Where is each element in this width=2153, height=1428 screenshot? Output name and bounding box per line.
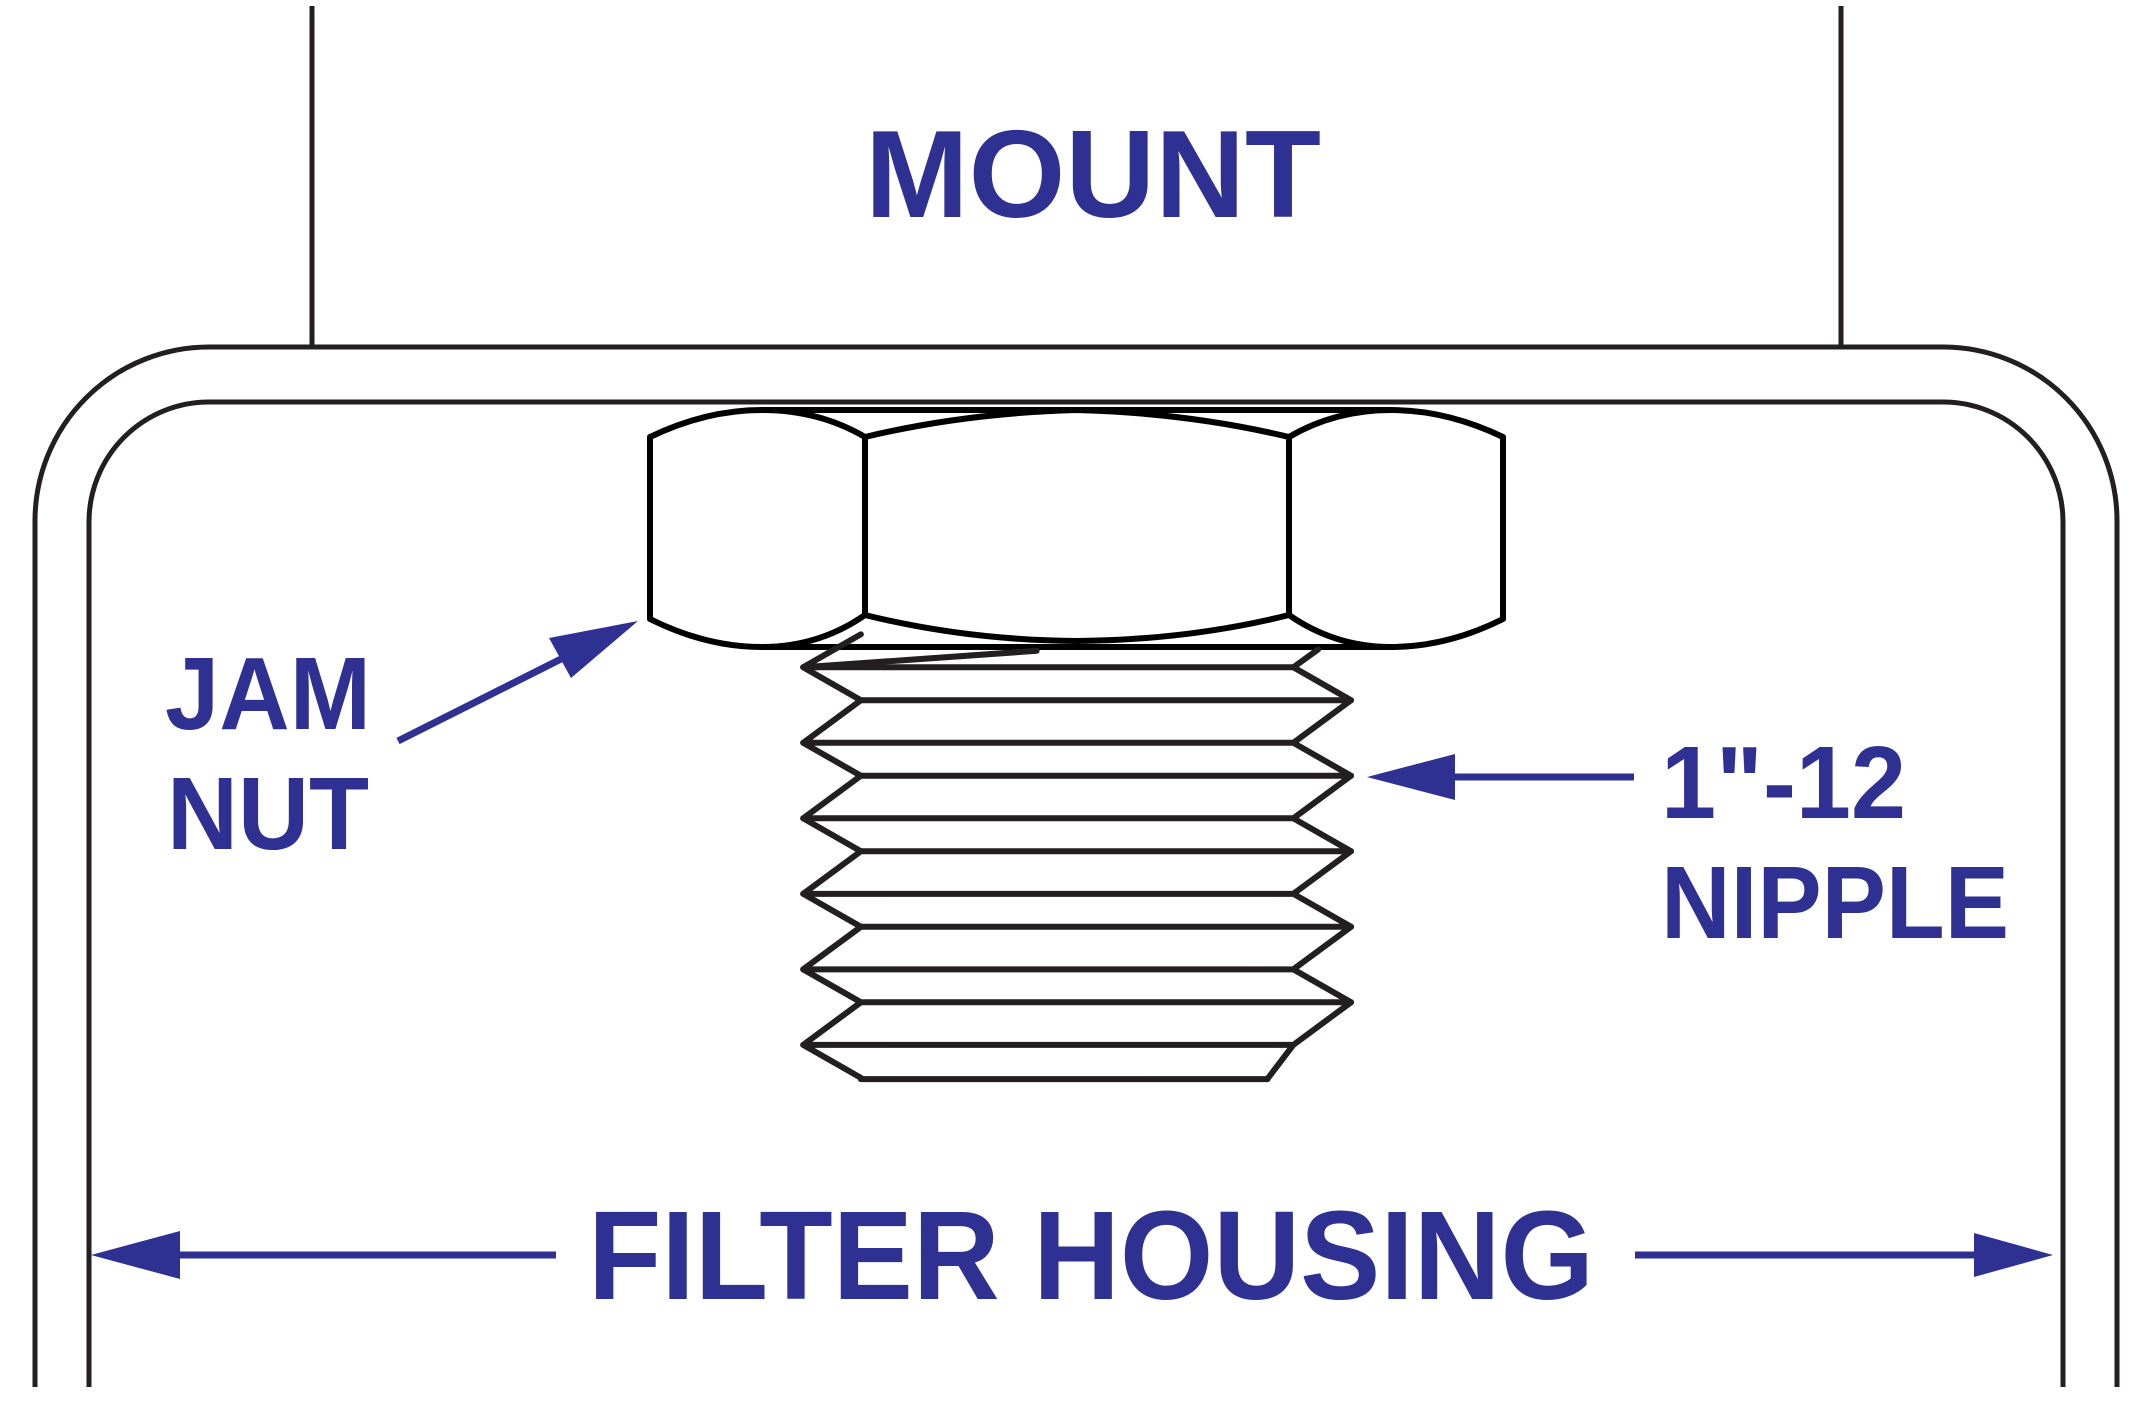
jam-nut-label-line2: NUT xyxy=(167,756,369,871)
thread-left-profile xyxy=(800,631,864,1081)
filter-housing-left-arrow xyxy=(91,1231,556,1279)
arrow-right-icon xyxy=(1974,1233,2053,1277)
mount-label: MOUNT xyxy=(865,106,1321,244)
jam-nut-outline xyxy=(647,407,1506,650)
nipple-label-line1: 1"-12 xyxy=(1661,725,1906,840)
arrow-left-icon xyxy=(1367,754,1455,800)
jam-nut xyxy=(647,407,1506,650)
jam-nut-arrow xyxy=(396,621,638,745)
housing-inner-wall xyxy=(86,399,2066,1387)
housing-outer-wall xyxy=(32,344,2120,1387)
filter-housing-right-arrow xyxy=(1635,1233,2053,1277)
thread-top-partial-line xyxy=(800,647,1040,671)
arrow-left-icon xyxy=(91,1231,180,1279)
jam-nut-label-line1: JAM xyxy=(165,636,371,751)
nipple-label-line2: NIPPLE xyxy=(1661,845,2009,960)
nipple-threads xyxy=(800,631,1355,1083)
jam-nut-arrow-shaft xyxy=(396,653,567,745)
nipple-arrow xyxy=(1367,754,1634,800)
arrow-up-right-icon xyxy=(549,621,638,678)
thread-right-profile xyxy=(1264,646,1355,1083)
filter-housing-label: FILTER HOUSING xyxy=(588,1185,1594,1326)
